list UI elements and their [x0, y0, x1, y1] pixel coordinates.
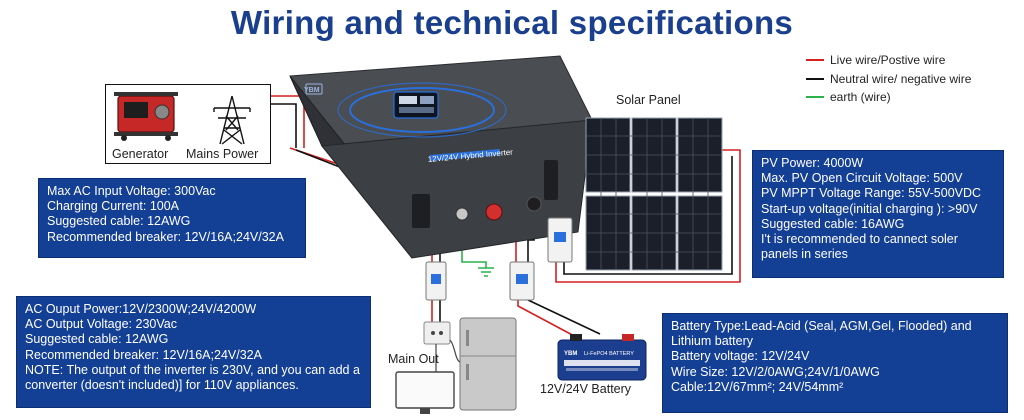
- main-out-label: Main Out: [388, 352, 439, 366]
- pv-spec-line: Max. PV Open Circuit Voltage: 500V: [761, 171, 963, 186]
- legend-earth: earth (wire): [806, 89, 891, 105]
- pv-live-run: [555, 149, 741, 283]
- legend-neutral-swatch: [806, 78, 824, 80]
- legend-live: Live wire/Postive wire: [806, 52, 945, 68]
- ac-input-neutral-wire: [271, 103, 297, 148]
- power-tower-icon: [213, 95, 251, 145]
- pv-spec-line: Start-up voltage(initial charging ): >90…: [761, 201, 978, 216]
- page-title: Wiring and technical specifications: [230, 4, 794, 41]
- legend-neutral: Neutral wire/ negative wire: [806, 71, 971, 87]
- ac-input-line: Recommended breaker: 12V/16A;24V/32A: [47, 229, 284, 244]
- mains-power-label: Mains Power: [186, 147, 259, 161]
- solar-panel-icon: [585, 117, 723, 271]
- battery-spec-line: Battery Type:Lead-Acid (Seal, AGM,Gel, F…: [671, 319, 972, 349]
- battery-neutral-run: [527, 299, 601, 335]
- legend-neutral-label: Neutral wire/ negative wire: [830, 72, 972, 86]
- ac-output-note: NOTE: The output of the inverter is 230V…: [25, 362, 360, 393]
- battery-live-run: [517, 300, 579, 339]
- legend-earth-swatch: [806, 96, 824, 98]
- ac-input-line: Max AC Input Voltage: 300Vac: [47, 184, 216, 198]
- generator-label: Generator: [112, 147, 169, 161]
- battery-spec-box: Battery Type:Lead-Acid (Seal, AGM,Gel, F…: [662, 313, 1008, 413]
- legend-live-label: Live wire/Postive wire: [830, 53, 946, 67]
- earth-ground-icon: [478, 267, 494, 277]
- solar-panel-label: Solar Panel: [616, 93, 681, 107]
- ac-input-spec-box: Max AC Input Voltage: 300Vac Charging Cu…: [38, 178, 306, 258]
- legend-earth-label: earth (wire): [830, 90, 891, 104]
- pv-spec-line: PV MPPT Voltage Range: 55V-500VDC: [761, 186, 982, 201]
- generator-icon: [114, 92, 178, 141]
- battery-device-label: Li-FePO4 BATTERY: [584, 351, 634, 357]
- pv-neutral-run: [563, 156, 733, 275]
- ac-output-line: AC Ouput Power:12V/2300W;24V/4200W: [25, 302, 257, 316]
- monitor-icon: [395, 344, 455, 414]
- fridge-icon: [449, 317, 517, 411]
- inverter-icon: [289, 55, 593, 259]
- battery-label: 12V/24V Battery: [540, 382, 632, 396]
- legend-live-swatch: [806, 59, 824, 61]
- battery-logo: YBM: [564, 351, 577, 357]
- pv-spec-line: I't is recommended to cannect soler pane…: [761, 232, 958, 262]
- ac-input-line: Suggested cable: 12AWG: [47, 214, 191, 229]
- pv-spec-line: PV Power: 4000W: [761, 156, 864, 170]
- ac-output-line: Suggested cable: 12AWG: [25, 332, 169, 347]
- ac-output-line: Recommended breaker: 12V/16A;24V/32A: [25, 347, 262, 362]
- socket-icon: [423, 321, 451, 345]
- ac-output-spec-box: AC Ouput Power:12V/2300W;24V/4200W AC Ou…: [16, 296, 371, 408]
- battery-spec-line: Cable:12V/67mm²; 24V/54mm²: [671, 379, 844, 394]
- ac-output-line: AC Output Voltage: 230Vac: [25, 317, 177, 332]
- ac-input-line: Charging Current: 100A: [47, 199, 180, 214]
- pv-spec-box: PV Power: 4000W Max. PV Open Circuit Vol…: [752, 150, 1004, 278]
- battery-spec-line: Wire Size: 12V/2/0AWG;24V/1/0AWG: [671, 364, 880, 379]
- inverter-logo: YBM: [304, 87, 320, 94]
- breaker-icon: [425, 217, 573, 301]
- battery-icon: [557, 334, 647, 381]
- pv-spec-line: Suggested cable: 16AWG: [761, 216, 905, 231]
- battery-spec-line: Battery voltage: 12V/24V: [671, 349, 810, 364]
